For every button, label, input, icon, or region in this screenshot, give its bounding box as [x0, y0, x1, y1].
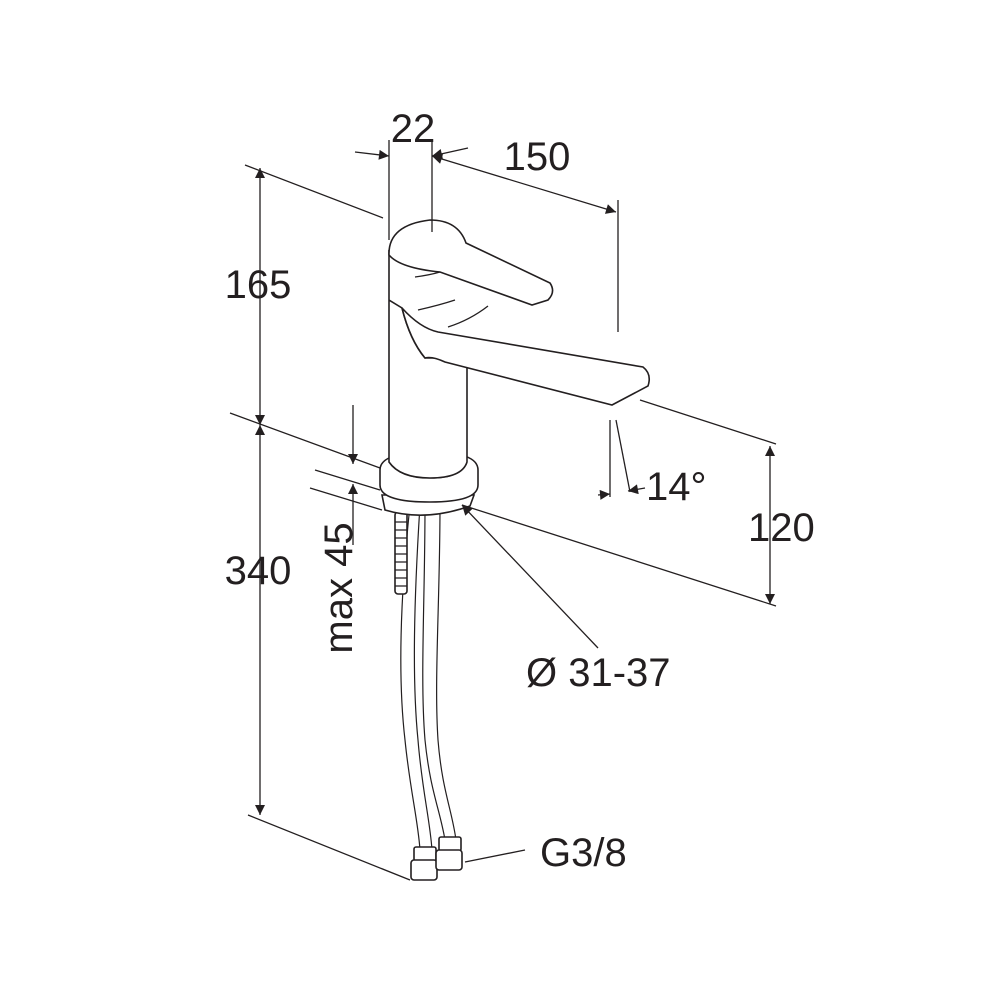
dimension-lines: [229, 140, 777, 881]
dim-spout-angle: 14°: [646, 465, 707, 509]
supply-hoses: [400, 504, 463, 881]
lever-handle: [388, 219, 554, 306]
dim-hole-diameter: Ø 31-37: [526, 651, 671, 695]
dim-top-height: 165: [225, 263, 292, 307]
dim-spout-reach: 150: [504, 135, 571, 179]
hose-nut: [435, 849, 463, 871]
dim-connection-thread: G3/8: [540, 831, 627, 875]
dim-max-deck-thickness: max 45: [317, 522, 361, 653]
hose-nut: [413, 846, 437, 862]
dim-spout-clearance: 120: [748, 506, 815, 550]
dim-total-height: 340: [225, 549, 292, 593]
mounting-rod: [394, 511, 408, 595]
spout: [401, 307, 650, 406]
hose-nut: [438, 836, 462, 852]
hose-nut: [410, 859, 438, 881]
faucet: [379, 219, 650, 881]
dim-body-width: 22: [391, 107, 436, 151]
